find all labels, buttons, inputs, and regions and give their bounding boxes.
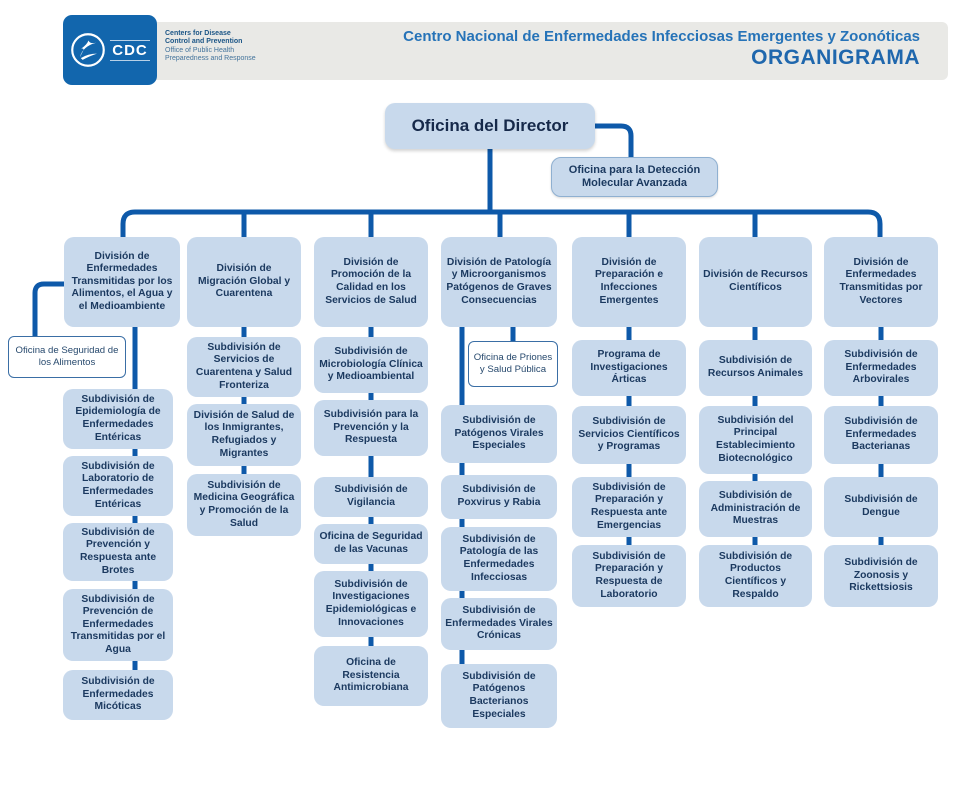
org-box-subdivision: Programa de Investigaciones Árticas <box>572 340 686 396</box>
header-titles: Centro Nacional de Enfermedades Infeccio… <box>403 28 920 70</box>
org-box-subdivision: Subdivisión de Preparación y Respuesta d… <box>572 545 686 607</box>
org-box-subdivision: Subdivisión de Microbiología Clínica y M… <box>314 337 428 393</box>
org-box-subdivision: Subdivisión de Enfermedades Virales Crón… <box>441 598 557 650</box>
org-box-subdivision: Subdivisión de Zoonosis y Rickettsiosis <box>824 545 938 607</box>
org-box-director: Oficina del Director <box>385 103 595 149</box>
office-line: Office of Public Health <box>165 46 235 54</box>
cdc-logo-text: CDC <box>110 39 150 61</box>
org-box-subdivision: Subdivisión de Prevención de Enfermedade… <box>63 589 173 661</box>
org-box-office: Oficina de Priones y Salud Pública <box>468 341 558 387</box>
agency-line: Control and Prevention <box>165 38 243 46</box>
org-box-subdivision: Subdivisión de Laboratorio de Enfermedad… <box>63 456 173 516</box>
header-bar <box>63 22 948 80</box>
org-box-subdivision: Subdivisión para la Prevención y la Resp… <box>314 400 428 456</box>
org-box-subdivision: Oficina de Resistencia Antimicrobiana <box>314 646 428 706</box>
agency-line: Centers for Disease <box>165 30 231 37</box>
org-box-subdivision: Oficina de Seguridad de las Vacunas <box>314 524 428 564</box>
org-box-subdivision: Subdivisión del Principal Establecimient… <box>699 406 812 474</box>
org-box-division: División de Enfermedades Transmitidas po… <box>64 237 180 327</box>
org-box-subdivision: Subdivisión de Enfermedades Micóticas <box>63 670 173 720</box>
org-box-division: División de Preparación e Infecciones Em… <box>572 237 686 327</box>
org-box-subdivision: Subdivisión de Enfermedades Arbovirales <box>824 340 938 396</box>
office-line: Preparedness and Response <box>165 54 256 62</box>
org-box-office: Oficina de Seguridad de los Alimentos <box>8 336 126 378</box>
org-box-division: División de Recursos Científicos <box>699 237 812 327</box>
org-box-subdivision: Subdivisión de Productos Científicos y R… <box>699 545 812 607</box>
org-box-molecular-detection: Oficina para la Detección Molecular Avan… <box>551 157 718 197</box>
org-box-division: División de Enfermedades Transmitidas po… <box>824 237 938 327</box>
org-box-subdivision: Subdivisión de Patología de las Enfermed… <box>441 527 557 591</box>
org-box-subdivision: Subdivisión de Servicios de Cuarentena y… <box>187 337 301 397</box>
org-box-subdivision: División de Salud de los Inmigrantes, Re… <box>187 404 301 466</box>
org-box-subdivision: Subdivisión de Patógenos Virales Especia… <box>441 405 557 463</box>
org-box-subdivision: Subdivisión de Preparación y Respuesta a… <box>572 477 686 537</box>
org-box-subdivision: Subdivisión de Prevención y Respuesta an… <box>63 523 173 581</box>
org-box-subdivision: Subdivisión de Servicios Científicos y P… <box>572 406 686 464</box>
org-box-subdivision: Subdivisión de Recursos Animales <box>699 340 812 396</box>
cdc-logo-block: CDC <box>63 15 157 85</box>
page-subtitle: ORGANIGRAMA <box>751 46 920 69</box>
org-box-subdivision: Subdivisión de Poxvirus y Rabia <box>441 475 557 519</box>
org-box-division: División de Promoción de la Calidad en l… <box>314 237 428 327</box>
page-title: Centro Nacional de Enfermedades Infeccio… <box>403 28 920 45</box>
org-box-division: División de Migración Global y Cuarenten… <box>187 237 301 327</box>
org-box-subdivision: Subdivisión de Enfermedades Bacterianas <box>824 406 938 464</box>
org-box-subdivision: Subdivisión de Administración de Muestra… <box>699 481 812 537</box>
org-box-subdivision: Subdivisión de Epidemiología de Enfermed… <box>63 389 173 449</box>
org-box-division: División de Patología y Microorganismos … <box>441 237 557 327</box>
org-box-subdivision: Subdivisión de Vigilancia <box>314 477 428 517</box>
org-box-subdivision: Subdivisión de Patógenos Bacterianos Esp… <box>441 664 557 728</box>
org-box-subdivision: Subdivisión de Medicina Geográfica y Pro… <box>187 474 301 536</box>
agency-name: Centers for Disease Control and Preventi… <box>165 30 256 63</box>
hhs-seal-icon <box>71 33 106 67</box>
org-box-subdivision: Subdivisión de Dengue <box>824 477 938 537</box>
org-box-subdivision: Subdivisión de Investigaciones Epidemiol… <box>314 571 428 637</box>
